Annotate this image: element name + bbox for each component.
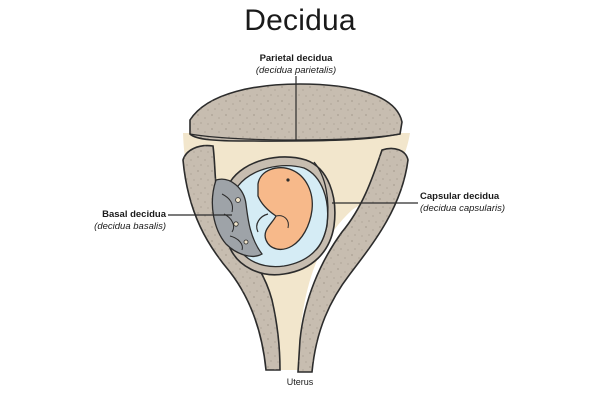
- basal-name: Basal decidua: [102, 209, 166, 220]
- footer-uterus-label: Uterus: [286, 377, 314, 387]
- embryo: [256, 167, 313, 251]
- basal-latin: (decidua basalis): [94, 221, 166, 232]
- parietal-name: Parietal decidua: [259, 53, 333, 64]
- label-basal-decidua: Basal decidua (decidua basalis): [60, 209, 166, 233]
- capsular-name: Capsular decidua: [420, 191, 500, 202]
- label-parietal-decidua: Parietal decidua (decidua parietalis): [236, 53, 356, 77]
- diagram-title: Decidua: [244, 4, 356, 37]
- capsular-bracket: [313, 161, 329, 251]
- capsular-latin: (decidua capsularis): [420, 203, 506, 214]
- label-capsular-decidua: Capsular decidua (decidua capsularis): [420, 191, 505, 215]
- parietal-latin: (decidua parietalis): [255, 65, 337, 76]
- placenta-villi: [211, 178, 263, 258]
